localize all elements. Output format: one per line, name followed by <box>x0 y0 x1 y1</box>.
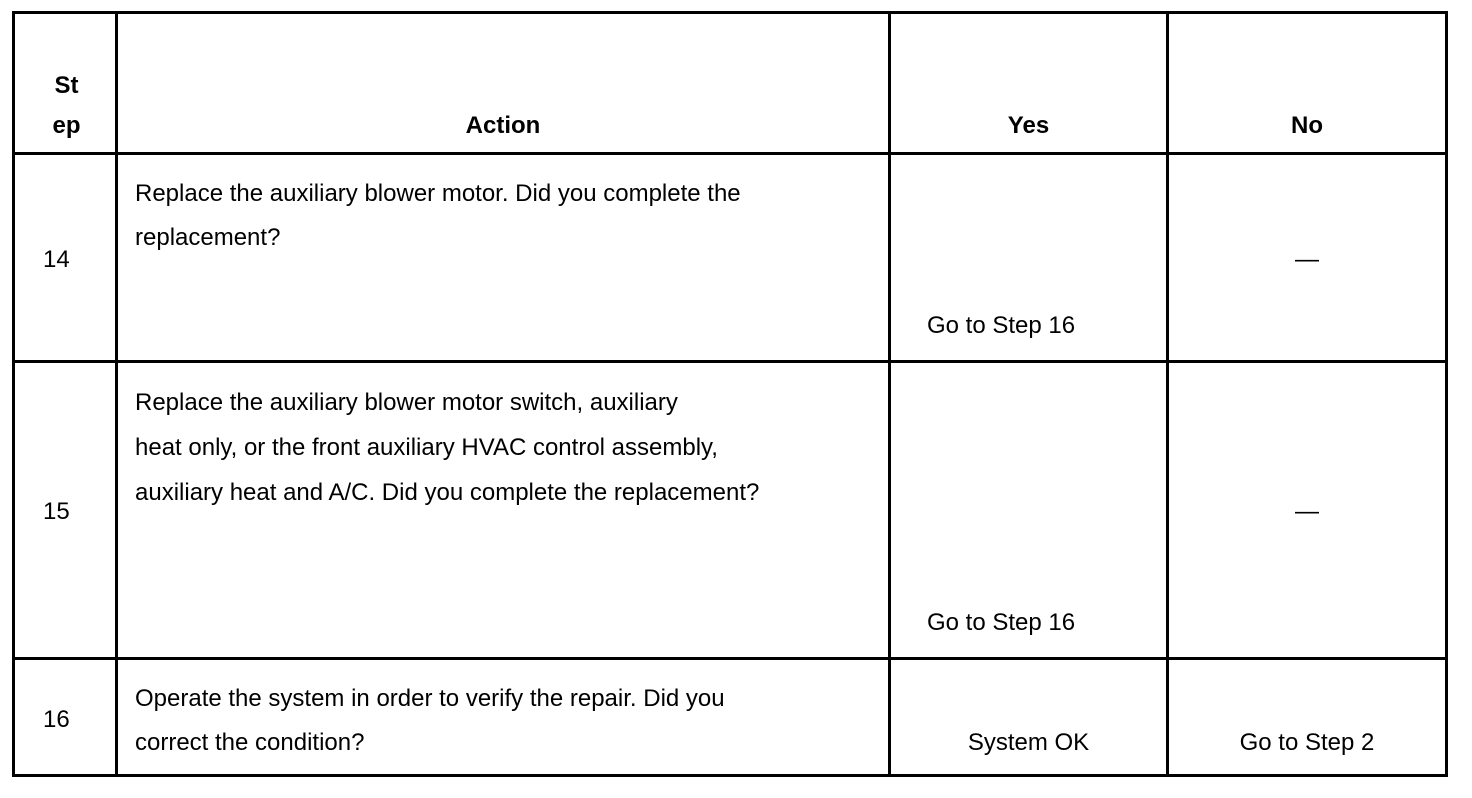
yes-result: System OK <box>967 729 1090 756</box>
action-line: heat only, or the front auxiliary HVAC c… <box>135 434 718 461</box>
action-line: auxiliary heat and A/C. Did you complete… <box>135 479 760 506</box>
header-step-line1: St <box>54 72 79 99</box>
step-number: 14 <box>43 246 70 273</box>
step-number: 16 <box>43 706 70 733</box>
no-result: — <box>1295 498 1319 525</box>
no-result: Go to Step 2 <box>1239 729 1375 756</box>
action-text: Replace the auxiliary blower motor switc… <box>135 380 885 515</box>
header-no: No <box>1291 112 1323 139</box>
action-line: Operate the system in order to verify th… <box>135 685 725 712</box>
row-divider <box>15 657 1445 660</box>
header-action: Action <box>465 112 541 139</box>
column-divider <box>115 14 118 774</box>
action-line: correct the condition? <box>135 729 365 756</box>
column-divider <box>888 14 891 774</box>
header-step-line2: ep <box>52 112 81 139</box>
action-line: replacement? <box>135 224 281 251</box>
diagnostic-table: St ep Action Yes No 14 Replace the auxil… <box>12 11 1448 777</box>
action-text: Replace the auxiliary blower motor. Did … <box>135 172 885 260</box>
no-result: — <box>1295 246 1319 273</box>
row-divider <box>15 152 1445 155</box>
yes-result: Go to Step 16 <box>927 312 1076 339</box>
column-divider <box>1166 14 1169 774</box>
header-step: St ep <box>18 66 115 146</box>
step-number: 15 <box>43 498 70 525</box>
yes-result: Go to Step 16 <box>927 609 1076 636</box>
action-line: Replace the auxiliary blower motor. Did … <box>135 180 741 207</box>
action-text: Operate the system in order to verify th… <box>135 677 885 765</box>
action-line: Replace the auxiliary blower motor switc… <box>135 389 678 416</box>
row-divider <box>15 360 1445 363</box>
header-yes: Yes <box>1007 112 1050 139</box>
